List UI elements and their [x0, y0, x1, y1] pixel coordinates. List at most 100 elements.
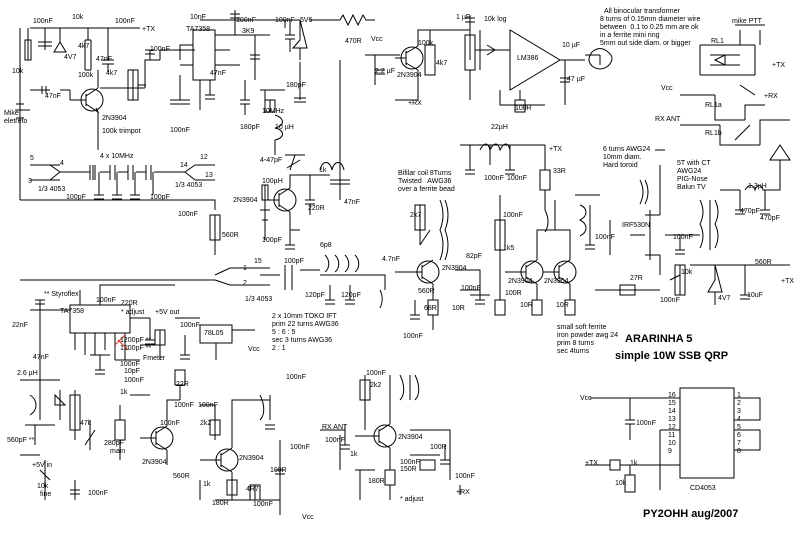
c-560pf: 560pF **	[7, 437, 35, 444]
c-100nf-11: 100nF	[595, 234, 615, 241]
note-balun-2: AWG24	[677, 168, 702, 175]
r-100r-4: 100R	[430, 444, 447, 451]
c-mic-1: 100nF	[33, 18, 53, 25]
trimpot-label: 100k trimpot	[102, 128, 141, 135]
rl1: RL1	[711, 38, 724, 45]
c-100nf-26: 100nF	[253, 501, 273, 508]
plus-tx-1: +TX	[142, 26, 156, 33]
pot-10k: 10k	[681, 269, 693, 276]
c-100nf-20: 100nF	[286, 374, 306, 381]
r-2k7: 2k7	[410, 212, 422, 219]
rx-ant-top: RX ANT	[655, 116, 681, 123]
plus-rx-relay: +RX	[764, 93, 778, 100]
l-2-6uh: 2.6 µH	[17, 370, 38, 377]
mike-label-2: eletreto	[4, 118, 28, 125]
vcc-cd4053: Vcc	[580, 395, 592, 402]
r-560r-4: 560R	[173, 473, 190, 480]
c-120pf-1: 120pF	[305, 292, 325, 299]
pin-15: 15	[254, 258, 262, 265]
title-author: PY2OHH aug/2007	[643, 508, 739, 520]
sw-mid: 1/3 4053	[245, 296, 273, 303]
c-100nf-27: 100nF	[366, 370, 386, 377]
pin-12: 12	[200, 154, 208, 161]
plus-tx-rf: +TX	[549, 146, 563, 153]
c-1200pf-1: 1200pF **	[120, 337, 152, 344]
sw-top-right: 1/3 4053	[175, 182, 203, 189]
r-100r-3: 100R	[270, 467, 287, 474]
note-binocular-3: between 0.1 to 0.25 mm are ok	[600, 24, 699, 31]
r-27r: 27R	[630, 275, 643, 282]
r-470r-1: 470R	[345, 38, 362, 45]
cd4053-label: CD4053	[690, 485, 716, 492]
note-adjust-1: * adjust	[121, 309, 145, 316]
r-10r-1: 10R	[452, 305, 465, 312]
c-100pf-2: 100pF	[150, 194, 170, 201]
pin-13: 13	[205, 172, 213, 179]
c-47nf-3: 47nF	[210, 70, 226, 77]
c-100nf-12: 100nF	[673, 234, 693, 241]
plus-rx-bottom: +RX	[456, 489, 470, 496]
c-47nf-1: 47nF	[96, 56, 112, 63]
note-ift-5: 2 : 1	[272, 345, 286, 352]
c-100nf-18: 100nF	[120, 361, 140, 368]
c-470pf-1: 470pF	[740, 208, 760, 215]
c-10nf: 10nF	[190, 14, 206, 21]
note-ferrite-3: prim 8 turns	[557, 340, 594, 347]
r-68r: 68R	[424, 305, 437, 312]
r-150r: 150R	[400, 466, 417, 473]
l-10uh: 10 µH	[275, 124, 294, 131]
c-100nf-4: 100nF	[170, 127, 190, 134]
r-4r7: 4R7	[246, 486, 259, 493]
cd4053-pins-right: 1 2 3 4 5 6 7 8	[737, 392, 741, 455]
r-10k-cd4053: 10k	[615, 480, 627, 487]
c-100nf-3: 100nF	[150, 46, 170, 53]
q-vfo-2: 2N3904	[239, 455, 264, 462]
c-4n7: 4.7nF	[382, 256, 400, 263]
plus-tx-bias: +TX	[781, 278, 795, 285]
pin-1: 1	[243, 265, 247, 272]
pin-4: 4	[60, 160, 64, 167]
note-balun-4: Balun TV	[677, 184, 706, 191]
r-560r-3: 560R	[755, 259, 772, 266]
c-100pf-4: 100pF	[284, 258, 304, 265]
note-binocular-2: 8 turns of 0.15mm diameter wire	[600, 16, 701, 23]
q-rx: 2N3904	[398, 434, 423, 441]
c-10pf: 10pF	[124, 368, 140, 375]
pot-10k-log: 10k log	[484, 16, 507, 23]
mike-ptt: mike PTT	[732, 18, 762, 25]
r-10r-3: 10R	[556, 302, 569, 309]
c-100nf-25: 100nF	[88, 490, 108, 497]
q-mic: 2N3904	[102, 115, 127, 122]
note-styroflex: ** Styroflex	[44, 291, 79, 298]
q-final-1: 2N3904	[508, 278, 533, 285]
c-1200pf-2: 1200pF **	[120, 345, 152, 352]
c-2u2: 2,2 µF	[375, 68, 395, 75]
note-toroid-3: Hard toroid	[603, 162, 638, 169]
plus-rx-1: +RX	[408, 100, 422, 107]
main-label: main	[110, 448, 126, 455]
c-47nf-2: 47nF	[45, 93, 61, 100]
c-10uf-1: 10 µF	[562, 42, 581, 49]
plus-tx-relay: +TX	[772, 62, 786, 69]
c-100nf-9: 100nF	[507, 175, 527, 182]
c-100nf-6: 100nF	[275, 17, 295, 24]
c-100nf-8: 100nF	[484, 175, 504, 182]
q-osc: 2N3904	[233, 197, 258, 204]
note-ferrite-1: small soft ferrite	[557, 324, 607, 331]
c-100nf-29: 100nF	[400, 459, 420, 466]
c-10uf-2: 10uF	[747, 292, 763, 299]
note-bifilar-2: Twisted AWG36	[398, 178, 452, 185]
r-1k-4: 1k	[350, 451, 358, 458]
rl1a: RL1a	[705, 102, 722, 109]
r-100k-2: 100k	[418, 40, 434, 47]
xtal-10mhz: 10MHz	[262, 108, 285, 115]
l-22uh: 22µH	[491, 124, 508, 131]
note-balun-3: PIG-Nose	[677, 176, 708, 183]
irf-label: IRF530N	[622, 222, 651, 229]
note-toroid-1: 6 turns AWG24	[603, 146, 651, 153]
rl1b: RL1b	[705, 130, 722, 137]
c-100nf-5: 100nF	[236, 17, 256, 24]
pin-3: 3	[28, 178, 32, 185]
z-5v6: 5V6	[300, 17, 313, 24]
